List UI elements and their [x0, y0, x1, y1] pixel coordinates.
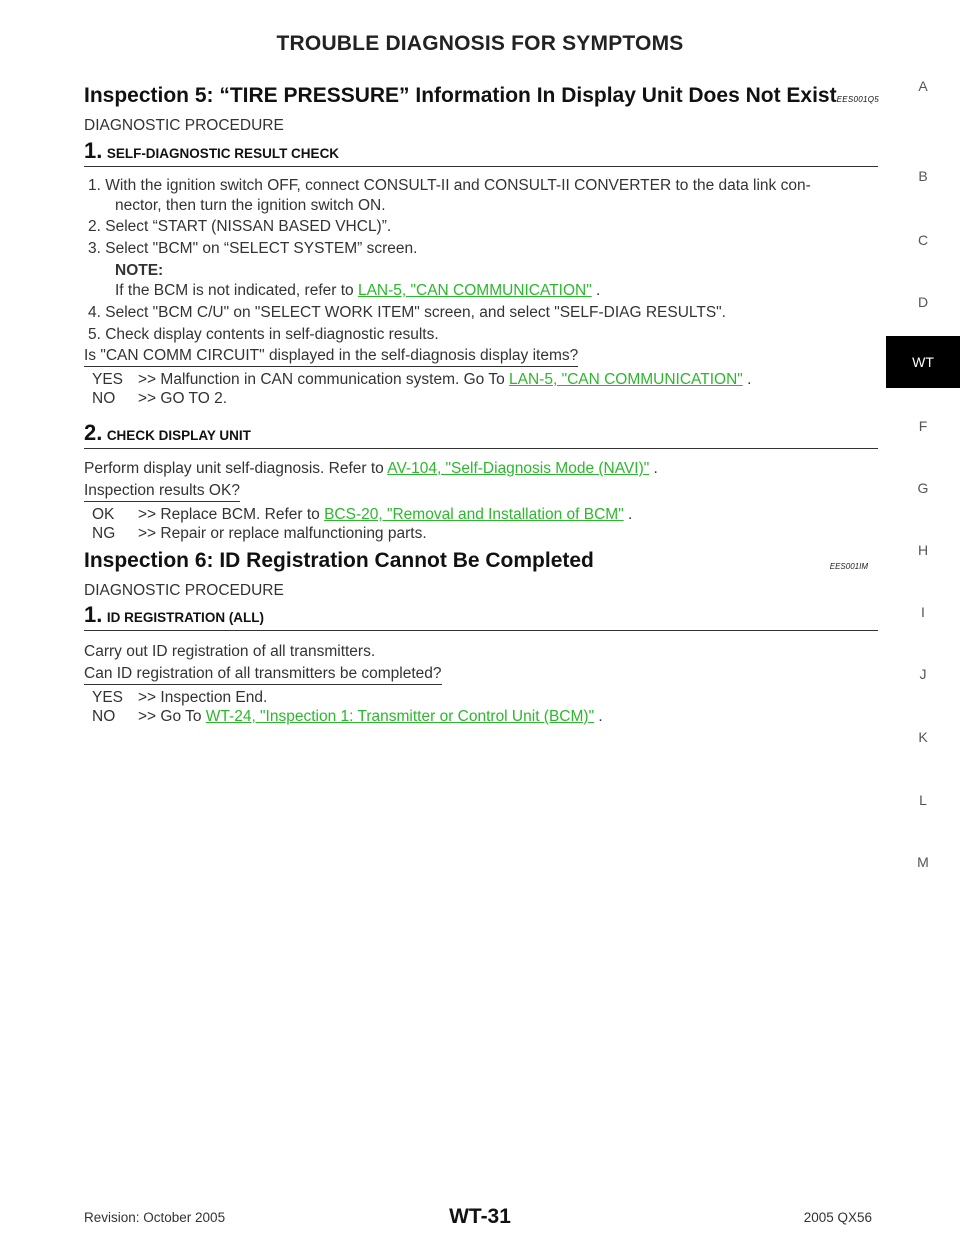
- step-header-self-diagnostic: 1. SELF-DIAGNOSTIC RESULT CHECK: [84, 138, 878, 167]
- sidebar-tab-g[interactable]: G: [917, 480, 929, 496]
- instruction-line: 4. Select "BCM C/U" on "SELECT WORK ITEM…: [88, 304, 726, 321]
- sidebar-tab-a[interactable]: A: [918, 78, 928, 94]
- step-question: Is "CAN COMM CIRCUIT" displayed in the s…: [84, 347, 579, 367]
- page-title: TROUBLE DIAGNOSIS FOR SYMPTOMS: [276, 32, 684, 55]
- step-text-prefix: Perform display unit self-diagnosis. Ref…: [84, 460, 388, 477]
- step-text: Perform display unit self-diagnosis. Ref…: [84, 460, 658, 478]
- answer-text: >> GO TO 2.: [138, 390, 228, 407]
- sidebar-tab-m[interactable]: M: [917, 854, 929, 870]
- answer-suffix: .: [623, 506, 633, 523]
- answer-text: >> Inspection End.: [138, 689, 268, 706]
- footer-model: 2005 QX56: [803, 1210, 872, 1225]
- answer-yes-row: YES >> Malfunction in CAN communication s…: [92, 371, 751, 389]
- answer-key: NO: [92, 390, 116, 407]
- sidebar-tab-h[interactable]: H: [917, 542, 929, 558]
- diagnostic-procedure-label: DIAGNOSTIC PROCEDURE: [84, 582, 284, 599]
- answer-ok-row: OK >> Replace BCM. Refer to BCS-20, "Remo…: [92, 506, 632, 524]
- note-text: If the BCM is not indicated, refer to LA…: [115, 282, 600, 300]
- sidebar-tab-d[interactable]: D: [917, 294, 929, 310]
- note-label: NOTE:: [115, 262, 164, 279]
- note-text-prefix: If the BCM is not indicated, refer to: [115, 282, 358, 299]
- step-question: Inspection results OK?: [84, 482, 240, 502]
- instruction-line: nector, then turn the ignition switch ON…: [115, 197, 386, 214]
- section-5-title-text: Inspection 5: “TIRE PRESSURE” Informatio…: [84, 84, 837, 107]
- self-diagnosis-mode-link[interactable]: AV-104, "Self-Diagnosis Mode (NAVI)": [387, 460, 650, 477]
- sidebar-tab-k[interactable]: K: [918, 729, 928, 745]
- answer-text: >> Go To: [138, 708, 206, 725]
- sidebar-tab-j[interactable]: J: [919, 666, 927, 682]
- step-title: CHECK DISPLAY UNIT: [106, 428, 251, 443]
- answer-yes-row: YES >> Inspection End.: [92, 689, 267, 707]
- answer-key: YES: [92, 689, 124, 706]
- page-number: WT-31: [449, 1205, 511, 1228]
- footer-revision: Revision: October 2005: [84, 1210, 226, 1225]
- answer-text: >> Repair or replace malfunctioning part…: [138, 525, 427, 542]
- sidebar-tab-f[interactable]: F: [918, 418, 928, 434]
- instruction-line: 2. Select “START (NISSAN BASED VHCL)”.: [88, 218, 392, 235]
- answer-key: OK: [92, 506, 115, 523]
- step-number: 1.: [84, 602, 103, 627]
- sidebar-tab-i[interactable]: I: [921, 604, 925, 620]
- diagnostic-procedure-label: DIAGNOSTIC PROCEDURE: [84, 117, 284, 134]
- answer-text: >> Replace BCM. Refer to: [138, 506, 325, 523]
- step-text-suffix: .: [649, 460, 658, 477]
- answer-key: NO: [92, 708, 116, 725]
- sidebar-tab-c[interactable]: C: [917, 232, 929, 248]
- step-number: 1.: [84, 138, 103, 163]
- answer-key: NG: [92, 525, 116, 542]
- step-header-id-registration: 1. ID REGISTRATION (ALL): [84, 602, 878, 631]
- answer-suffix: .: [742, 371, 752, 388]
- answer-no-row: NO >> Go To WT-24, "Inspection 1: Transmi…: [92, 708, 603, 726]
- step-text: Carry out ID registration of all transmi…: [84, 643, 376, 660]
- step-title: ID REGISTRATION (ALL): [106, 610, 265, 625]
- note-text-suffix: .: [591, 282, 601, 299]
- section-5-code: EES001Q5: [836, 95, 880, 104]
- step-question: Can ID registration of all transmitters …: [84, 665, 442, 685]
- sidebar-tab-l[interactable]: L: [919, 792, 927, 808]
- removal-installation-bcm-link[interactable]: BCS-20, "Removal and Installation of BCM…: [324, 506, 624, 523]
- instruction-line: 1. With the ignition switch OFF, connect…: [88, 177, 811, 194]
- answer-key: YES: [92, 371, 124, 388]
- section-6-title: Inspection 6: ID Registration Cannot Be …: [84, 549, 594, 572]
- answer-ng-row: NG >> Repair or replace malfunctioning pa…: [92, 525, 427, 543]
- can-communication-link[interactable]: LAN-5, "CAN COMMUNICATION": [357, 282, 592, 299]
- section-6-code: EES001IM: [829, 562, 868, 571]
- section-5-title: Inspection 5: “TIRE PRESSURE” Informatio…: [84, 84, 879, 108]
- step-title: SELF-DIAGNOSTIC RESULT CHECK: [106, 146, 340, 161]
- sidebar-tab-b[interactable]: B: [918, 168, 928, 184]
- inspection-1-link[interactable]: WT-24, "Inspection 1: Transmitter or Con…: [205, 708, 595, 725]
- answer-text: >> Malfunction in CAN communication syst…: [138, 371, 510, 388]
- instruction-line: 5. Check display contents in self-diagno…: [88, 326, 439, 343]
- step-header-check-display-unit: 2. CHECK DISPLAY UNIT: [84, 420, 878, 449]
- step-number: 2.: [84, 420, 103, 445]
- instruction-line: 3. Select "BCM" on “SELECT SYSTEM” scree…: [88, 240, 418, 257]
- answer-suffix: .: [594, 708, 603, 725]
- answer-no-row: NO >> GO TO 2.: [92, 390, 227, 408]
- can-communication-link[interactable]: LAN-5, "CAN COMMUNICATION": [509, 371, 743, 388]
- sidebar-tab-wt[interactable]: WT: [886, 336, 960, 388]
